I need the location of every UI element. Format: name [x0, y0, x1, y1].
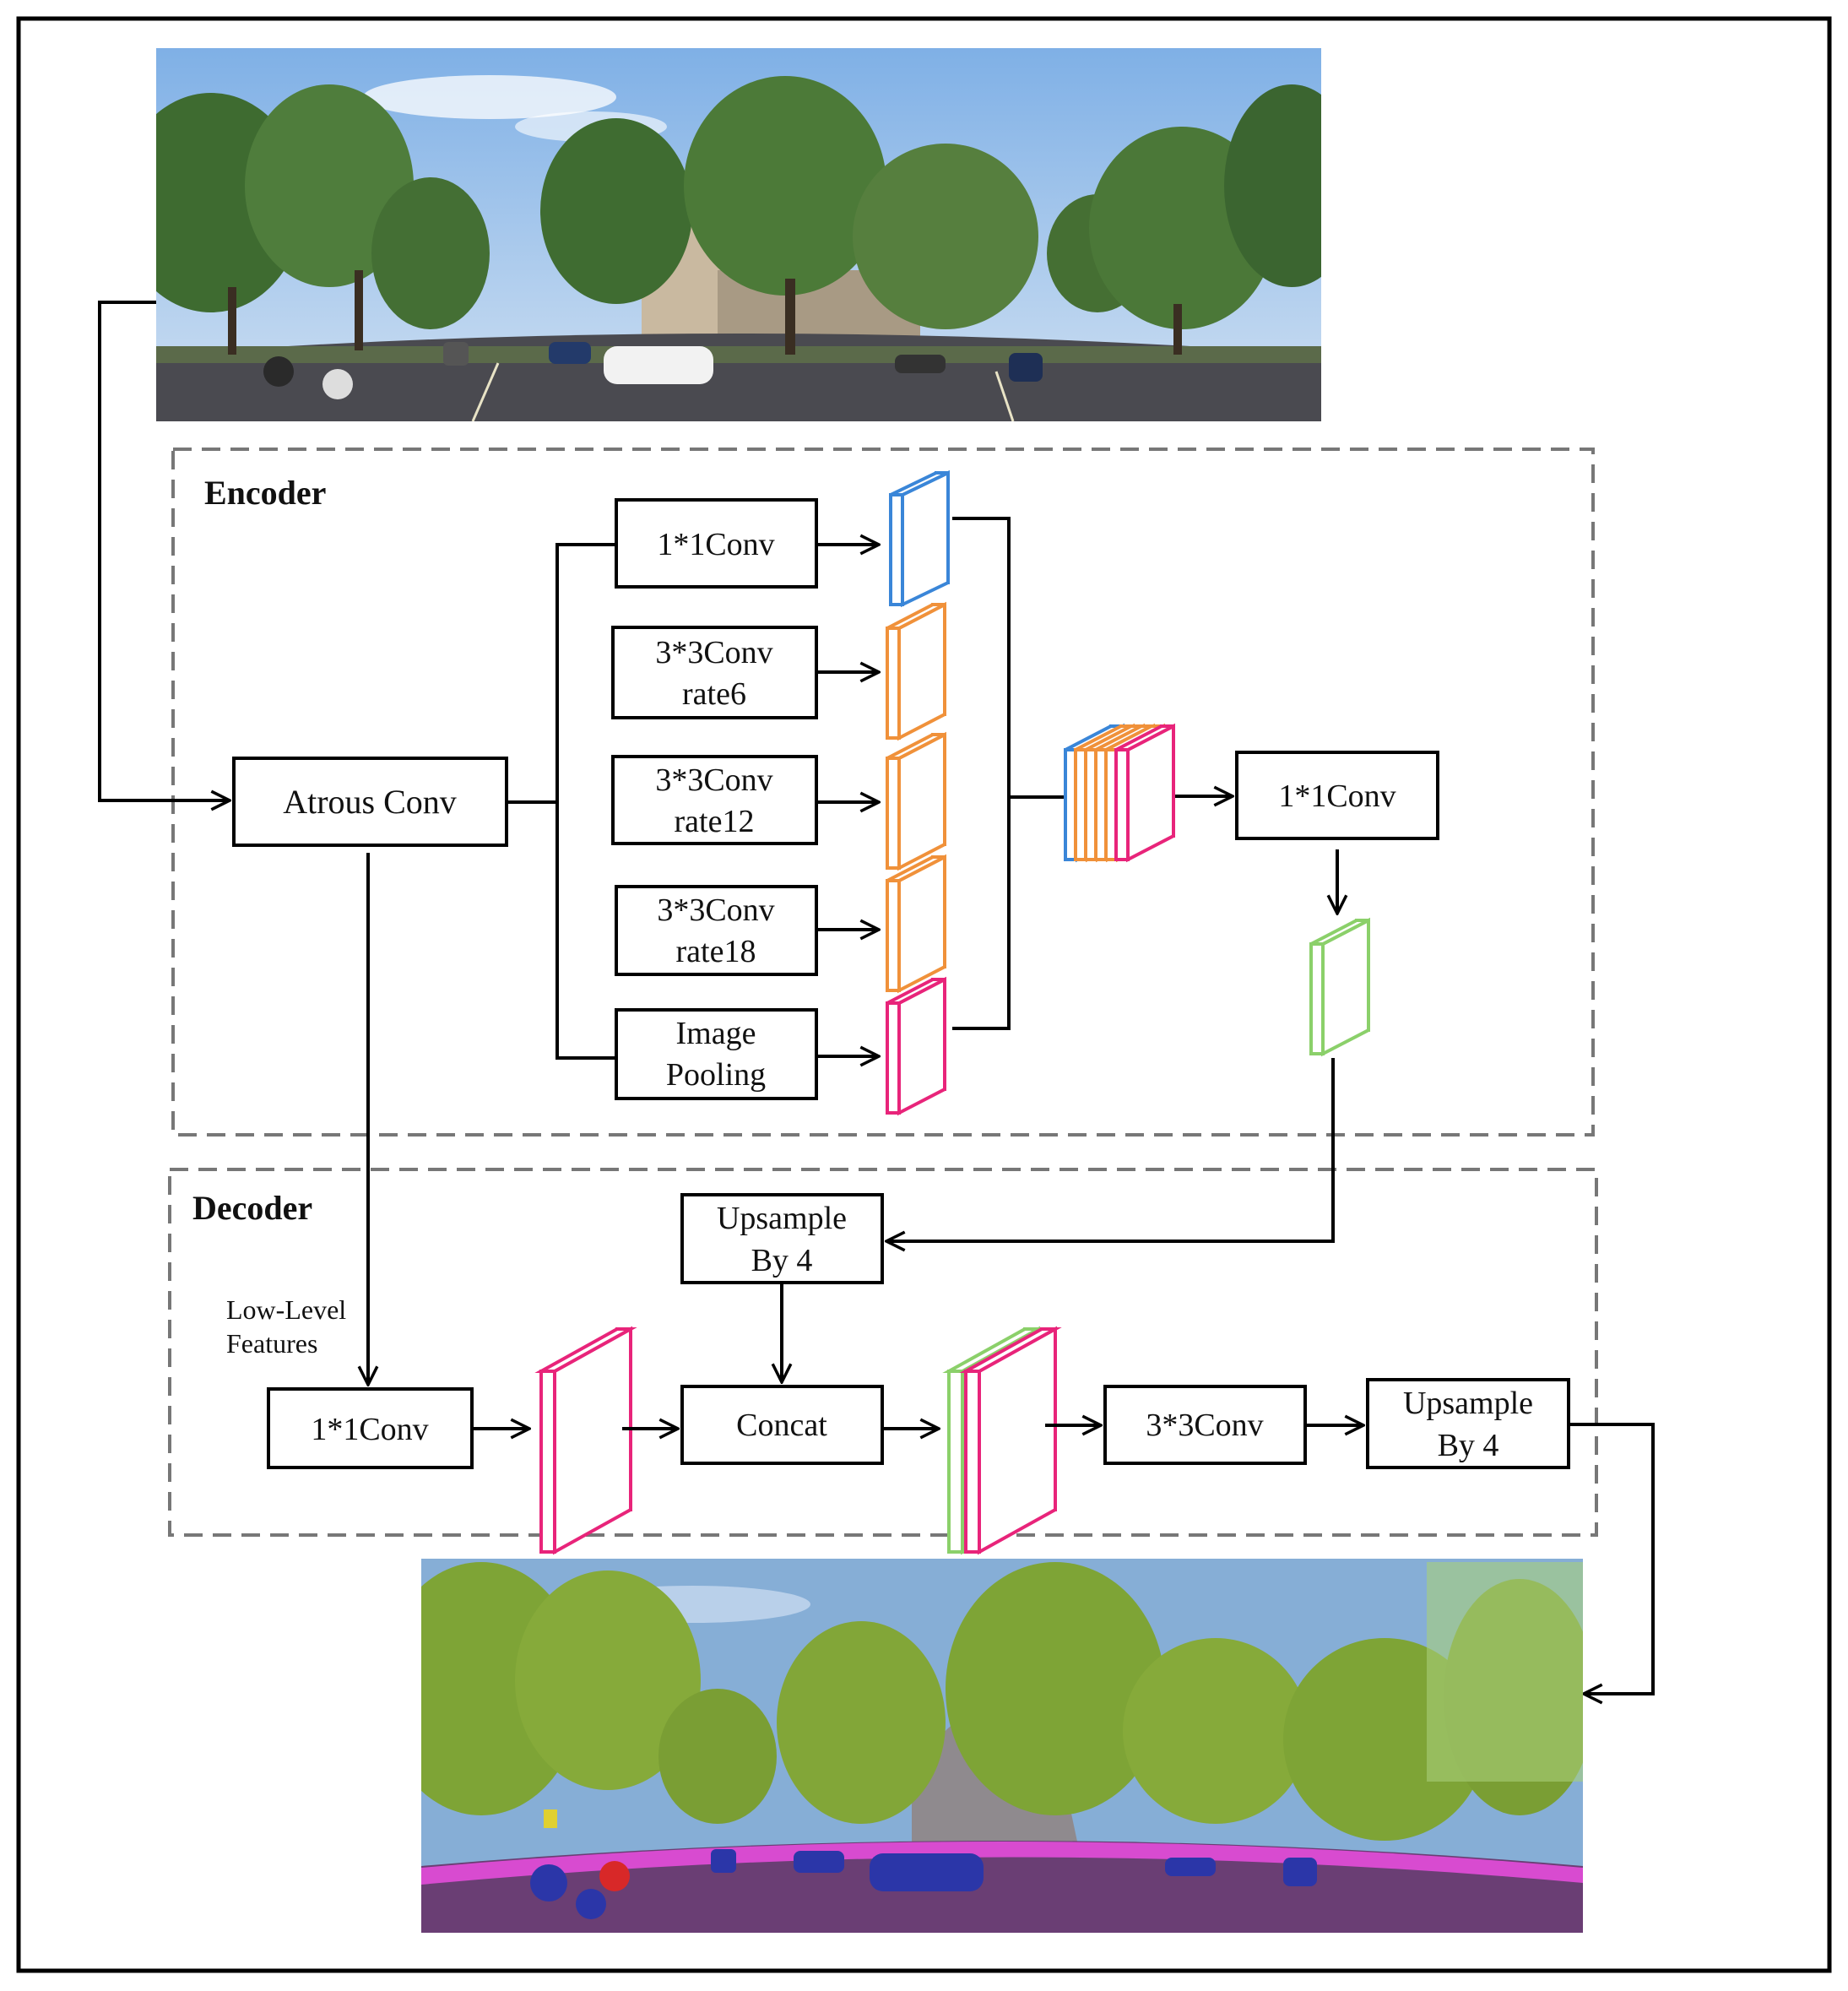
- atrous-conv-box: [232, 757, 508, 847]
- encoder-output-to-upsample-arrow: [886, 1058, 1335, 1241]
- concat-feature-map-magenta: [959, 1326, 1062, 1555]
- upsample-b-line2: By 4: [1438, 1428, 1499, 1463]
- encoder-1x1-conv-label: 1*1Conv: [1278, 778, 1395, 814]
- decoder-3x3-conv-label: 3*3Conv: [1146, 1408, 1263, 1443]
- encoder-region: [171, 448, 1595, 1137]
- outer-frame: [16, 16, 1832, 1973]
- branch-image-pooling-line1: Image: [676, 1016, 756, 1051]
- branch3-feature-map: [886, 731, 946, 871]
- connectors: [98, 301, 1655, 1694]
- branch-rate12-line1: 3*3Conv: [655, 762, 772, 798]
- branch-image-pooling-box: [615, 1008, 818, 1100]
- feature-maps: [534, 469, 1370, 1555]
- decoder-region: [168, 1168, 1598, 1537]
- concat-label: Concat: [736, 1408, 827, 1443]
- branch-rate6-line1: 3*3Conv: [655, 635, 772, 670]
- decoder-1x1-conv-label: 1*1Conv: [311, 1412, 428, 1447]
- encoder-title: Encoder: [204, 474, 326, 512]
- upsample-b-box: [1366, 1378, 1570, 1469]
- decoder-low-level-feature-map: [534, 1326, 637, 1555]
- stacked-feature-map-6: [1114, 723, 1175, 863]
- decoder-title: Decoder: [192, 1189, 312, 1227]
- branch-image-pooling-line2: Pooling: [666, 1057, 766, 1093]
- upsample-a-line2: By 4: [751, 1243, 813, 1278]
- branch-rate18-line2: rate18: [676, 934, 756, 969]
- low-level-features-line1: Low-Level: [226, 1294, 346, 1325]
- input-to-atrous-arrow: [98, 301, 230, 800]
- branch5-feature-map: [886, 976, 946, 1116]
- branch-1x1-conv-box: [615, 498, 818, 589]
- branch4-feature-map: [886, 854, 946, 994]
- concat-box: [680, 1385, 884, 1465]
- input-street-image: [156, 48, 1321, 421]
- decoder-1x1-conv-box: [267, 1387, 474, 1469]
- output-segmentation-image: [421, 1559, 1583, 1933]
- atrous-conv-label: Atrous Conv: [283, 783, 457, 821]
- low-level-features-line2: Features: [226, 1328, 317, 1359]
- branch-rate6-line2: rate6: [682, 676, 746, 712]
- upsample-a-line1: Upsample: [717, 1201, 847, 1236]
- upsample-b-line1: Upsample: [1403, 1386, 1533, 1421]
- decoder-3x3-conv-box: [1103, 1385, 1307, 1465]
- encoder-output-feature-map: [1309, 917, 1370, 1057]
- branch-split-bus: [555, 543, 616, 1060]
- branch-1x1-conv-label: 1*1Conv: [657, 527, 774, 562]
- branch-rate6-box: [611, 626, 818, 719]
- branch-rate12-box: [611, 755, 818, 845]
- branch2-feature-map: [886, 601, 946, 741]
- branch-rate18-line1: 3*3Conv: [657, 892, 774, 928]
- branch-rate12-line2: rate12: [675, 804, 755, 839]
- branch1-feature-map: [889, 469, 950, 608]
- upsample-to-output-arrow: [1569, 1423, 1655, 1694]
- gather-bus: [952, 517, 1011, 1030]
- encoder-1x1-conv-box: [1235, 751, 1439, 840]
